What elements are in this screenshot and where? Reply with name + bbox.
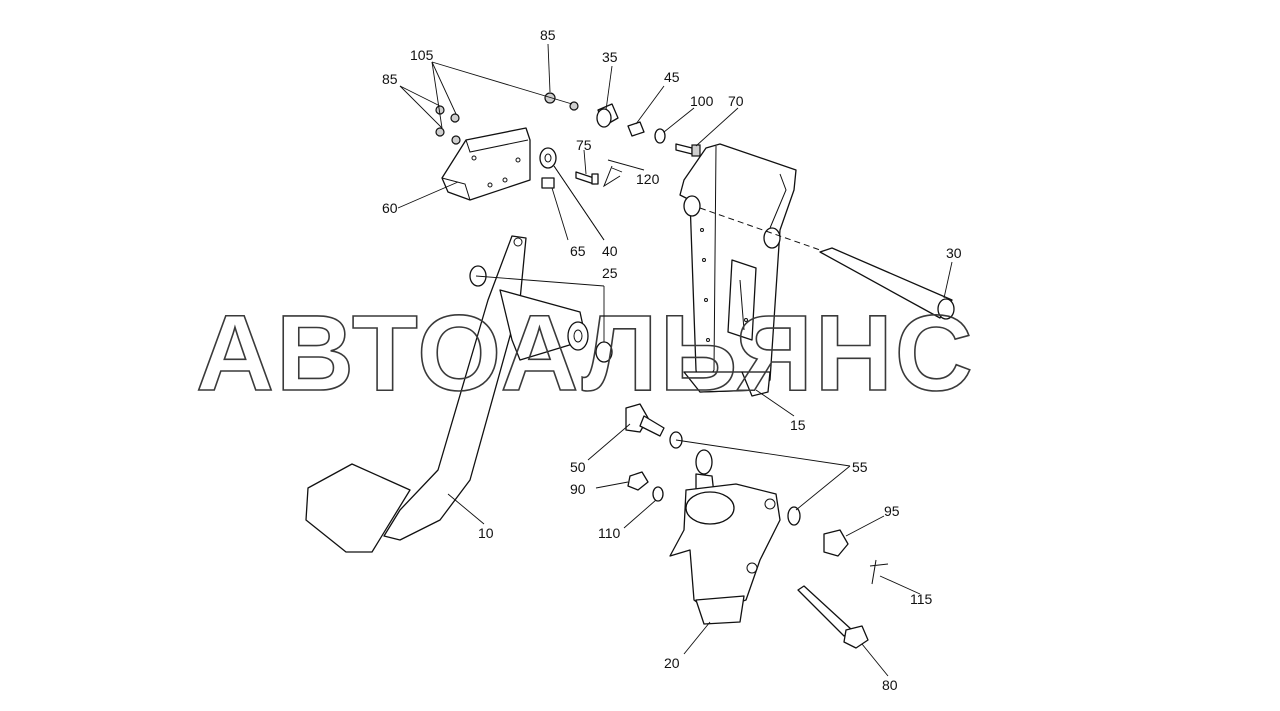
bracket-60 — [441, 127, 531, 201]
shaft-30 — [819, 247, 955, 320]
callout-75: 75 — [576, 137, 592, 153]
callout-95: 95 — [884, 503, 900, 519]
callout-35: 35 — [602, 49, 618, 65]
callout-115: 115 — [910, 591, 933, 607]
callout-85-left: 85 — [382, 71, 398, 87]
callout-65: 65 — [570, 243, 586, 259]
pedal-lever-10 — [305, 235, 589, 553]
callout-15: 15 — [790, 417, 806, 433]
bolt-50 — [625, 403, 665, 437]
cotter-115 — [869, 559, 889, 585]
callout-45: 45 — [664, 69, 680, 85]
bolt-65 — [541, 177, 555, 189]
washer-55b — [787, 506, 801, 526]
callout-25: 25 — [602, 265, 618, 281]
master-cylinder-20 — [669, 449, 781, 625]
callout-40: 40 — [602, 243, 618, 259]
washer-110 — [652, 486, 664, 502]
axis-line-15 — [699, 207, 821, 251]
sleeve-45 — [627, 121, 645, 137]
callout-90: 90 — [570, 481, 586, 497]
leader-lines — [397, 43, 953, 677]
bushing-40 — [539, 147, 557, 169]
callout-80: 80 — [882, 677, 898, 693]
callout-10: 10 — [478, 525, 494, 541]
callout-55: 55 — [852, 459, 868, 475]
pin-75 — [575, 171, 599, 185]
callout-70: 70 — [728, 93, 744, 109]
pedal-box-15 — [679, 143, 797, 397]
washer-100 — [654, 128, 666, 144]
callout-labels: 85 105 85 35 45 100 70 75 120 60 65 40 2… — [382, 27, 962, 693]
callout-110: 110 — [598, 525, 621, 541]
nut-95 — [823, 529, 849, 557]
callout-30: 30 — [946, 245, 962, 261]
callout-120: 120 — [636, 171, 660, 187]
bolt-70 — [675, 143, 701, 157]
callout-50: 50 — [570, 459, 586, 475]
cotter-120 — [602, 159, 645, 188]
watermark: АВТОАЛЬЯНС — [196, 292, 975, 413]
callout-20: 20 — [664, 655, 680, 671]
callout-105: 105 — [410, 47, 434, 63]
nut-90 — [627, 471, 649, 491]
callout-100: 100 — [690, 93, 714, 109]
bushing-35 — [596, 103, 619, 128]
callout-60: 60 — [382, 200, 398, 216]
callout-85-top: 85 — [540, 27, 556, 43]
bolt-80 — [797, 585, 869, 649]
